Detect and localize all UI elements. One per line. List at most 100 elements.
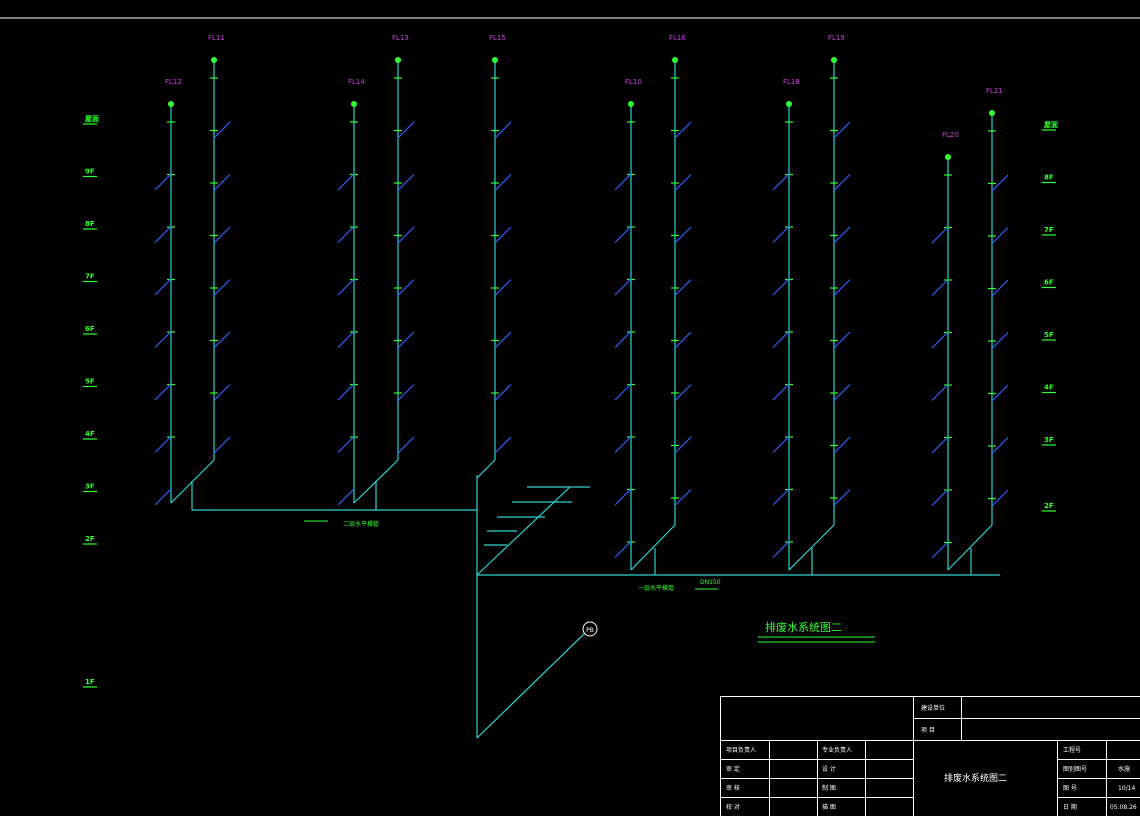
tb-mid-label: 专业负责人: [822, 746, 852, 754]
branch-pipe: [154, 331, 172, 348]
tb-right-label: 图别图号: [1063, 765, 1087, 773]
branch-pipe: [397, 384, 415, 401]
vent-cap-icon: [628, 101, 634, 107]
branch-pipe: [614, 436, 632, 453]
branch-pipe: [833, 226, 851, 244]
branch-pipe: [772, 173, 790, 191]
branch-pipe: [674, 226, 692, 244]
branch-pipe: [494, 331, 512, 349]
branch-pipe: [213, 174, 231, 191]
branch-pipe: [674, 436, 692, 454]
branch-pipe: [213, 331, 231, 349]
offset-pipe: [947, 524, 993, 571]
riser-label: FL21: [986, 87, 1003, 95]
riser-label: FL14: [348, 78, 365, 86]
branch-pipe: [494, 279, 512, 296]
item-label: 项 目: [921, 727, 935, 734]
branch-pipe: [154, 278, 172, 296]
note-horizontal-pipe-2f: 二层水平横管: [343, 520, 379, 528]
floor-label: 3F: [85, 483, 95, 491]
branch-pipe: [772, 278, 790, 296]
branch-pipe: [833, 174, 851, 191]
branch-pipe: [991, 489, 1009, 507]
branch-pipe: [931, 489, 949, 506]
branch-pipe: [772, 226, 790, 243]
tb-left-label: 审 定: [726, 765, 740, 773]
outlet-tag-circle: [582, 621, 598, 637]
floor-label: 8F: [1044, 174, 1054, 182]
branch-pipe: [397, 121, 415, 139]
tb-right-label: 工程号: [1063, 746, 1081, 754]
floor-label: 8F: [85, 220, 95, 228]
riser-labels: FL12FL11FL14FL13FL10FL16FL18FL19FL20FL21…: [165, 34, 1003, 139]
branch-pipe: [614, 383, 632, 401]
tb-left-label: 校 对: [726, 803, 740, 811]
tb-right-value: 水施: [1118, 765, 1130, 773]
vent-cap-icon: [831, 57, 837, 63]
riser-label: FL16: [669, 34, 686, 42]
floor-label: 屋面: [85, 114, 99, 123]
offset-pipe: [788, 524, 835, 571]
branch-pipe: [931, 436, 949, 454]
branch-pipe: [772, 383, 790, 401]
branch-pipe: [931, 226, 949, 244]
branch-pipe: [674, 279, 692, 296]
outlet-pipe: [476, 632, 586, 739]
branch-pipe: [494, 384, 512, 401]
floor-label: 5F: [85, 378, 95, 386]
tb-left-label: 项目负责人: [726, 746, 756, 754]
branch-pipe: [833, 279, 851, 296]
branch-pipe: [991, 332, 1009, 349]
floor-label: 4F: [85, 430, 95, 438]
tb-right-label: 图 号: [1063, 785, 1077, 792]
branch-pipe: [397, 226, 415, 244]
branch-pipe: [833, 384, 851, 401]
branch-pipe: [397, 331, 415, 349]
floor-label: 3F: [1044, 436, 1054, 444]
outlet-tag: PB: [586, 627, 594, 634]
floor-label: 5F: [1044, 331, 1054, 339]
tb-mid-label: 设 计: [822, 765, 836, 773]
vent-cap-icon: [672, 57, 678, 63]
branch-pipe: [213, 121, 231, 139]
branch-pipe: [154, 383, 172, 401]
floor-label: 屋面: [1044, 120, 1058, 129]
floor-label: 7F: [1044, 226, 1054, 234]
vent-cap-icon: [211, 57, 217, 63]
floor-label: 2F: [1044, 502, 1054, 510]
branch-pipe: [991, 227, 1009, 244]
branch-pipe: [494, 121, 512, 139]
branch-pipe: [337, 173, 355, 191]
project-label: 建设单位: [921, 704, 945, 712]
branch-pipe: [213, 279, 231, 296]
branch-pipe: [833, 331, 851, 349]
branch-pipe: [674, 174, 692, 191]
note-pipe-size: DN150: [700, 579, 721, 586]
branch-pipe: [833, 489, 851, 506]
branch-pipe: [397, 279, 415, 296]
branch-pipe: [772, 436, 790, 453]
branch-pipe: [213, 436, 231, 454]
riser-label: FL10: [625, 78, 642, 86]
riser-label: FL18: [783, 78, 800, 86]
branch-pipe: [931, 541, 949, 559]
floor-label: 2F: [85, 535, 95, 543]
branch-pipe: [674, 331, 692, 349]
branch-pipe: [991, 279, 1009, 297]
branch-pipe: [772, 488, 790, 506]
branch-pipe: [337, 278, 355, 296]
tb-mid-label: 描 图: [822, 803, 836, 811]
branch-pipe: [931, 384, 949, 401]
vent-cap-icon: [168, 101, 174, 107]
title-block: 建设单位 项 目 项目负责人 审 定 审 核 校 对 专业负责人 设 计 制 图…: [720, 696, 1140, 816]
branch-pipe: [494, 174, 512, 191]
branch-pipe: [397, 436, 415, 454]
tb-right-value: 10/14: [1118, 785, 1135, 792]
branch-pipe: [494, 436, 512, 454]
branch-pipe: [772, 331, 790, 348]
vent-cap-icon: [945, 154, 951, 160]
floor-label: 1F: [85, 678, 95, 686]
branch-pipe: [991, 384, 1009, 402]
